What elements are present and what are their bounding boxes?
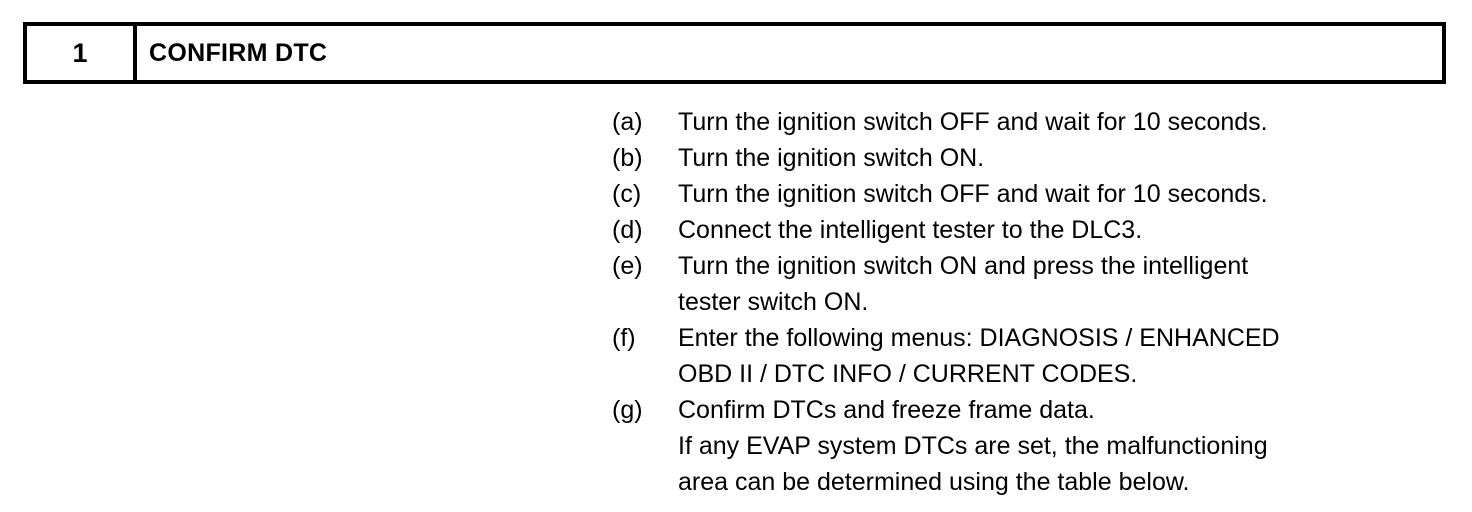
instruction-item: (d) Connect the intelligent tester to th… [612,212,1462,248]
instruction-line: Enter the following menus: DIAGNOSIS / E… [678,324,1280,352]
instruction-line: Turn the ignition switch ON and press th… [678,252,1249,280]
instruction-line: area can be determined using the table b… [678,468,1190,496]
instruction-item: (e) Turn the ignition switch ON and pres… [612,248,1462,320]
instruction-line: Turn the ignition switch OFF and wait fo… [678,180,1268,208]
instruction-line: Turn the ignition switch ON. [678,144,985,172]
instruction-marker: (a) [612,108,643,136]
instruction-line: tester switch ON. [678,288,869,316]
instruction-body: Turn the ignition switch ON. [678,140,1462,176]
instruction-item: (b) Turn the ignition switch ON. [612,140,1462,176]
instruction-body: Confirm DTCs and freeze frame data. If a… [678,392,1462,500]
instruction-body: Connect the intelligent tester to the DL… [678,212,1462,248]
step-number: 1 [72,37,88,68]
instruction-marker: (e) [612,252,643,280]
instruction-item: (f) Enter the following menus: DIAGNOSIS… [612,320,1462,392]
step-title: CONFIRM DTC [149,38,328,67]
instruction-body: Turn the ignition switch OFF and wait fo… [678,104,1462,140]
instruction-line: OBD II / DTC INFO / CURRENT CODES. [678,360,1138,388]
instruction-marker: (b) [612,144,643,172]
instruction-marker: (c) [612,180,642,208]
instruction-item: (a) Turn the ignition switch OFF and wai… [612,104,1462,140]
instruction-marker: (g) [612,396,643,424]
instruction-marker: (d) [612,216,643,244]
instruction-line: If any EVAP system DTCs are set, the mal… [678,432,1268,460]
instruction-body: Turn the ignition switch ON and press th… [678,248,1462,320]
instruction-line: Confirm DTCs and freeze frame data. [678,396,1095,424]
instruction-body: Enter the following menus: DIAGNOSIS / E… [678,320,1462,392]
step-number-cell: 1 [27,26,137,80]
step-header-box: 1 CONFIRM DTC [23,22,1446,84]
instruction-line: Connect the intelligent tester to the DL… [678,216,1143,244]
instruction-item: (c) Turn the ignition switch OFF and wai… [612,176,1462,212]
step-title-cell: CONFIRM DTC [137,26,1442,80]
instruction-line: Turn the ignition switch OFF and wait fo… [678,108,1268,136]
instruction-marker: (f) [612,324,636,352]
instruction-body: Turn the ignition switch OFF and wait fo… [678,176,1462,212]
instruction-list: (a) Turn the ignition switch OFF and wai… [612,104,1462,500]
instruction-item: (g) Confirm DTCs and freeze frame data. … [612,392,1462,500]
